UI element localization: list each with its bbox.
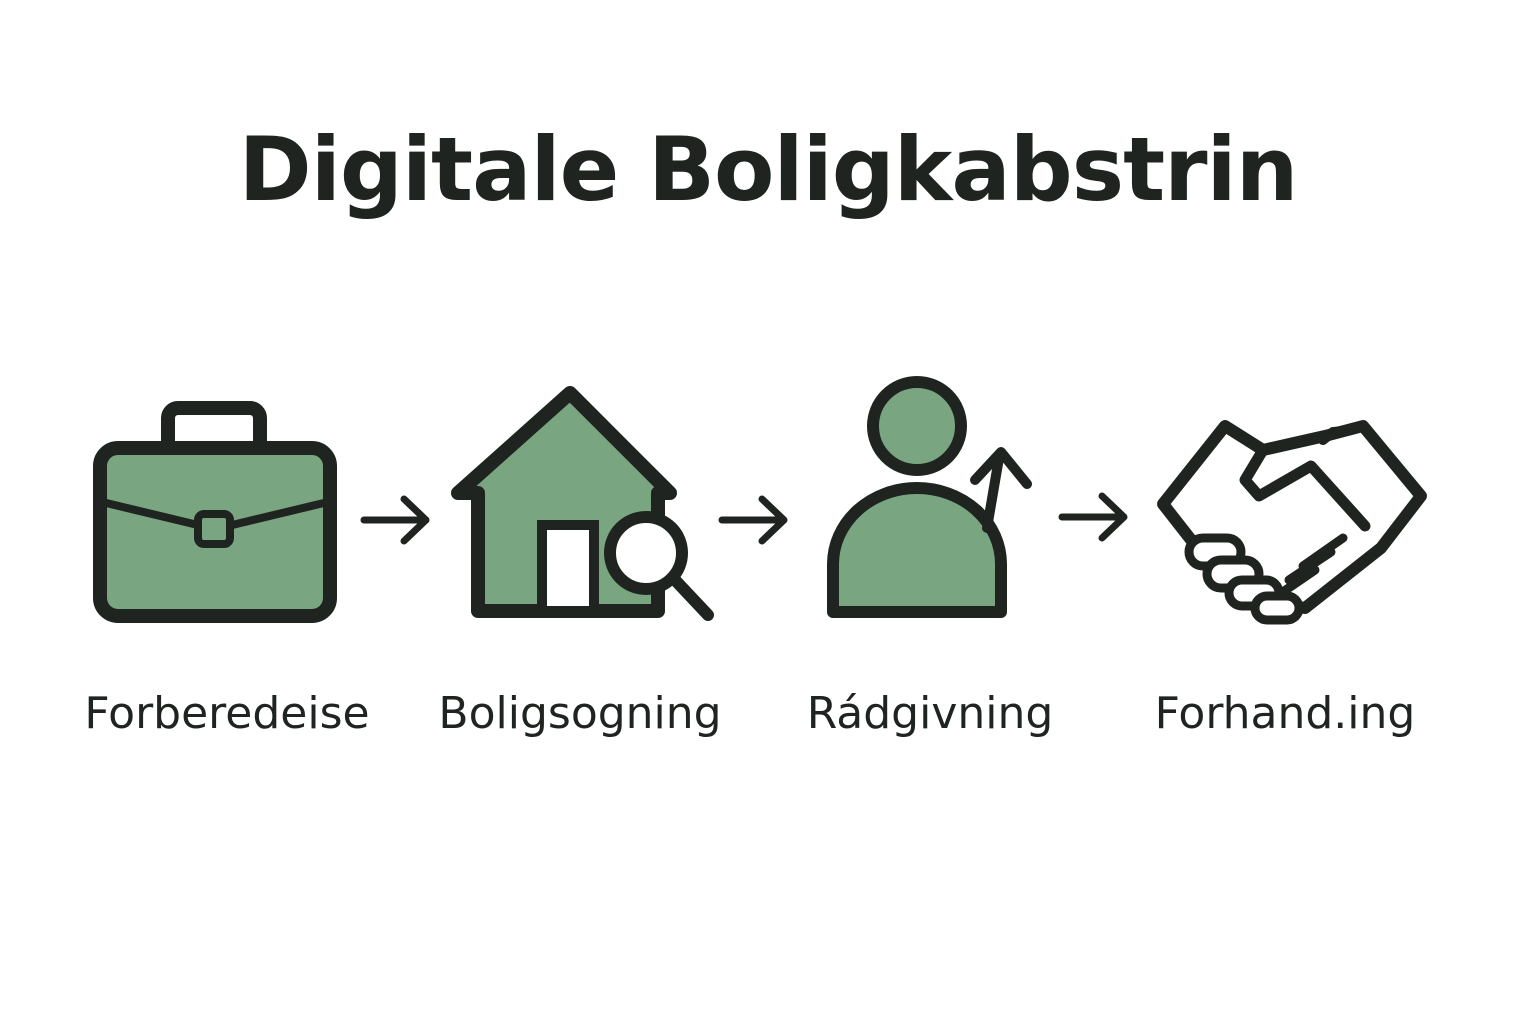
step-label-radgivning: Rádgivning	[806, 688, 1054, 739]
handshake-icon	[1157, 420, 1427, 625]
arrow-right-icon	[1058, 492, 1128, 542]
step-label-boligsogning: Boligsogning	[438, 688, 722, 739]
person-growth-icon	[827, 376, 1032, 618]
house-search-icon	[451, 386, 714, 621]
arrow-right-icon	[718, 495, 788, 545]
arrow-right-icon	[360, 495, 430, 545]
page-title: Digitale Boligkabstrin	[238, 118, 1299, 221]
step-label-forberedelse: Forberedeise	[84, 688, 370, 739]
briefcase-icon	[93, 401, 337, 623]
step-label-forhandling: Forhand.ing	[1154, 688, 1416, 739]
